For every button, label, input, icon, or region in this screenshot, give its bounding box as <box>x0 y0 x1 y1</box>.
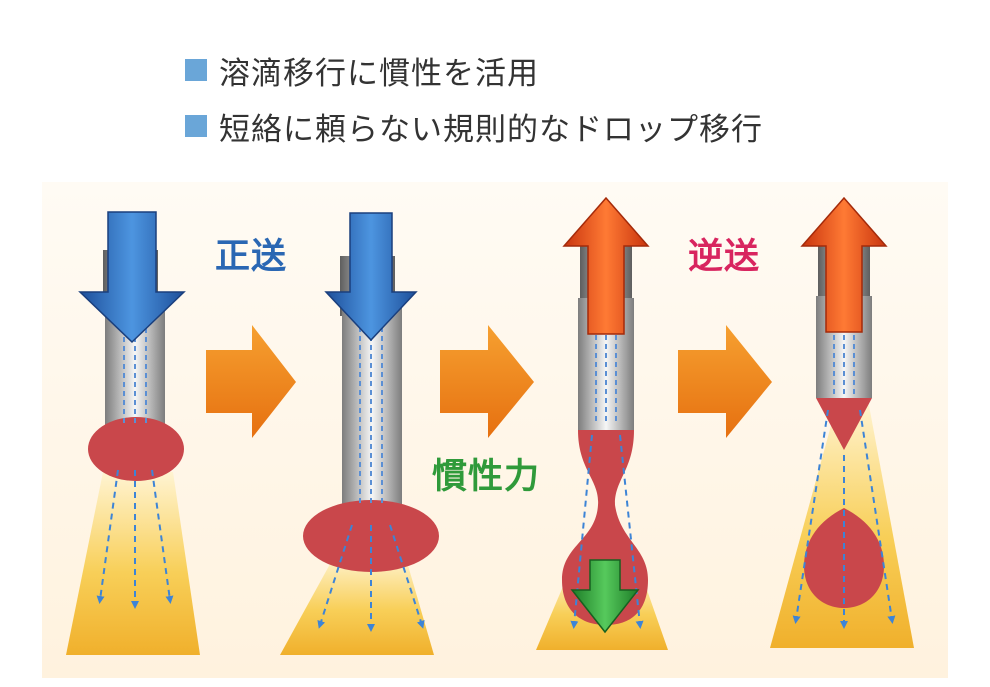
arc-current-lines <box>96 469 174 609</box>
feed-reverse-arrow-icon <box>800 196 888 333</box>
arc-current-lines <box>792 409 896 629</box>
feed-forward-arrow-icon <box>78 211 186 344</box>
arc-plume <box>280 555 434 655</box>
stage-3-reverse-feed <box>536 196 668 650</box>
inertia-force-arrow-icon <box>570 559 640 634</box>
stage-2-droplet-grows <box>280 212 439 655</box>
feed-reverse-arrow-icon <box>562 196 650 335</box>
bullet-text: 溶滴移行に慣性を活用 <box>219 55 539 92</box>
stage-1-forward-feed <box>66 211 200 655</box>
step-arrow-icon <box>206 325 296 438</box>
feed-forward-label: 正送 <box>215 237 288 277</box>
bullet-list: 溶滴移行に慣性を活用 短絡に頼らない規則的なドロップ移行 <box>185 42 763 154</box>
feed-forward-arrow-icon <box>324 212 418 342</box>
molten-droplet <box>88 417 184 481</box>
wire-flow-lines <box>359 318 383 505</box>
inertia-force-label: 慣性力 <box>432 457 541 497</box>
arc-plume <box>66 472 200 655</box>
bullet-item: 溶滴移行に慣性を活用 <box>185 42 763 98</box>
wire-flow-lines <box>595 335 617 425</box>
wire-tip-droplet <box>816 398 872 450</box>
wire-flow-lines <box>833 335 855 395</box>
bullet-text: 短絡に頼らない規則的なドロップ移行 <box>219 111 763 148</box>
bullet-square-icon <box>185 59 207 81</box>
bullet-item: 短絡に頼らない規則的なドロップ移行 <box>185 98 763 154</box>
feed-reverse-label: 逆送 <box>688 237 761 277</box>
stage-4-droplet-detached <box>770 196 914 648</box>
step-arrow-icon <box>678 325 772 438</box>
step-arrow-icon <box>440 325 534 438</box>
necking-droplet <box>562 430 648 625</box>
bullet-square-icon <box>185 115 207 137</box>
